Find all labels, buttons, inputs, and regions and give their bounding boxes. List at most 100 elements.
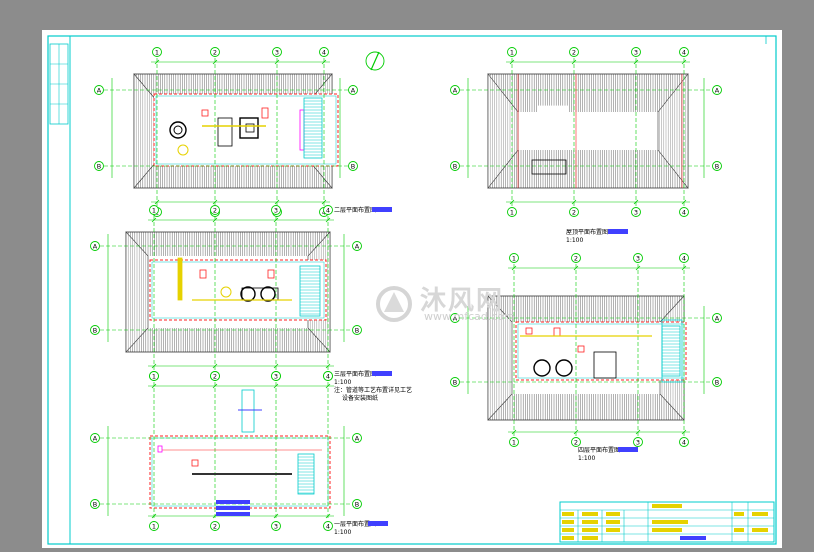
axis-bubble-4-label: 4 — [326, 523, 330, 531]
axis-bubble-2 — [210, 205, 220, 215]
caption-plan2: 二层平面布置图 — [334, 206, 376, 214]
axis-bubble-2-label: 2 — [213, 523, 217, 531]
axis-bubble-1 — [509, 253, 519, 263]
axis-bubble-4 — [323, 371, 333, 381]
axis-bubble-3-label: 3 — [636, 439, 640, 447]
axis-bubble-B — [712, 377, 722, 387]
axis-bubble-1-label: 1 — [152, 207, 156, 215]
axis-bubble-2-label: 2 — [213, 207, 217, 215]
equipment — [199, 269, 207, 279]
axis-bubble-1-label: 1 — [152, 373, 156, 381]
caption-roof: 屋顶平面布置图 — [566, 228, 608, 236]
axis-bubble-A-label: A — [355, 435, 360, 443]
cad-drawing: 11223344AABB11223344AABB11223344AABB1122… — [47, 35, 777, 545]
caption-plan4-scale: 1:100 — [578, 455, 595, 462]
equipment — [260, 286, 276, 302]
axis-bubble-A — [94, 85, 104, 95]
axis-bubble-A-label: A — [453, 315, 458, 323]
sheet-border — [47, 35, 777, 545]
caption-plan4: 四层平面布置图 — [578, 446, 620, 454]
axis-bubble-4-label: 4 — [682, 49, 686, 57]
axis-bubble-B — [94, 161, 104, 171]
axis-bubble-A-label: A — [93, 243, 98, 251]
axis-bubble-1-label: 1 — [510, 49, 514, 57]
equipment — [169, 121, 187, 139]
axis-bubble-2 — [571, 437, 581, 447]
axis-bubble-A — [712, 85, 722, 95]
caption-tag — [608, 229, 628, 234]
equipment — [201, 109, 209, 117]
axis-bubble-B-label: B — [97, 163, 101, 171]
axis-bubble-4-label: 4 — [326, 373, 330, 381]
caption-plan3-note2: 设备安装图纸 — [342, 394, 378, 402]
drawing-sheet: 11223344AABB11223344AABB11223344AABB1122… — [42, 30, 782, 548]
axis-bubble-A — [712, 313, 722, 323]
axis-bubble-4 — [679, 47, 689, 57]
equipment — [537, 105, 569, 121]
annotation — [216, 512, 250, 516]
axis-bubble-4-label: 4 — [682, 439, 686, 447]
title-block — [559, 501, 775, 543]
equipment — [220, 286, 232, 298]
axis-bubble-B — [450, 377, 460, 387]
axis-bubble-B-label: B — [453, 163, 457, 171]
staircase — [297, 453, 315, 495]
caption-tag — [372, 371, 392, 376]
axis-bubble-2-label: 2 — [213, 373, 217, 381]
axis-bubble-4 — [679, 437, 689, 447]
axis-bubble-A-label: A — [715, 87, 720, 95]
equipment — [577, 345, 585, 353]
equipment — [593, 351, 617, 379]
equipment — [267, 269, 275, 279]
equipment — [555, 359, 573, 377]
axis-bubble-A — [450, 85, 460, 95]
equipment — [157, 445, 163, 453]
axis-bubble-3 — [631, 47, 641, 57]
axis-bubble-1 — [149, 521, 159, 531]
staircase — [661, 325, 681, 377]
axis-bubble-A-label: A — [355, 243, 360, 251]
axis-bubble-3-label: 3 — [634, 49, 638, 57]
staircase — [299, 265, 321, 317]
axis-bubble-2-label: 2 — [213, 49, 217, 57]
axis-bubble-2 — [569, 47, 579, 57]
axis-bubble-1 — [149, 205, 159, 215]
equipment — [217, 117, 233, 147]
axis-bubble-B — [450, 161, 460, 171]
axis-bubble-A-label: A — [97, 87, 102, 95]
equipment — [531, 159, 567, 175]
axis-bubble-A — [450, 313, 460, 323]
axis-bubble-3 — [633, 253, 643, 263]
axis-bubble-A — [352, 433, 362, 443]
axis-bubble-A — [352, 241, 362, 251]
axis-bubble-4-label: 4 — [682, 255, 686, 263]
axis-bubble-2 — [569, 207, 579, 217]
caption-plan3: 三层平面布置图 — [334, 370, 376, 378]
axis-bubble-A — [348, 85, 358, 95]
viewer-background — [0, 0, 814, 30]
axis-bubble-B-label: B — [453, 379, 457, 387]
caption-plan1: 一层平面布置图 — [334, 520, 376, 528]
equipment — [177, 257, 183, 301]
axis-bubble-B — [352, 499, 362, 509]
axis-bubble-2-label: 2 — [572, 49, 576, 57]
annotation — [216, 506, 250, 510]
axis-bubble-3 — [271, 205, 281, 215]
axis-bubble-3-label: 3 — [274, 373, 278, 381]
axis-bubble-3-label: 3 — [275, 49, 279, 57]
axis-bubble-4 — [319, 47, 329, 57]
axis-bubble-4-label: 4 — [322, 49, 326, 57]
caption-plan3-scale: 1:100 — [334, 379, 351, 386]
axis-bubble-3-label: 3 — [636, 255, 640, 263]
axis-bubble-B-label: B — [351, 163, 355, 171]
annotation — [216, 500, 250, 504]
equipment — [245, 123, 255, 133]
axis-bubble-1-label: 1 — [152, 523, 156, 531]
axis-bubble-A — [90, 241, 100, 251]
equipment — [240, 286, 256, 302]
axis-bubble-3-label: 3 — [634, 209, 638, 217]
